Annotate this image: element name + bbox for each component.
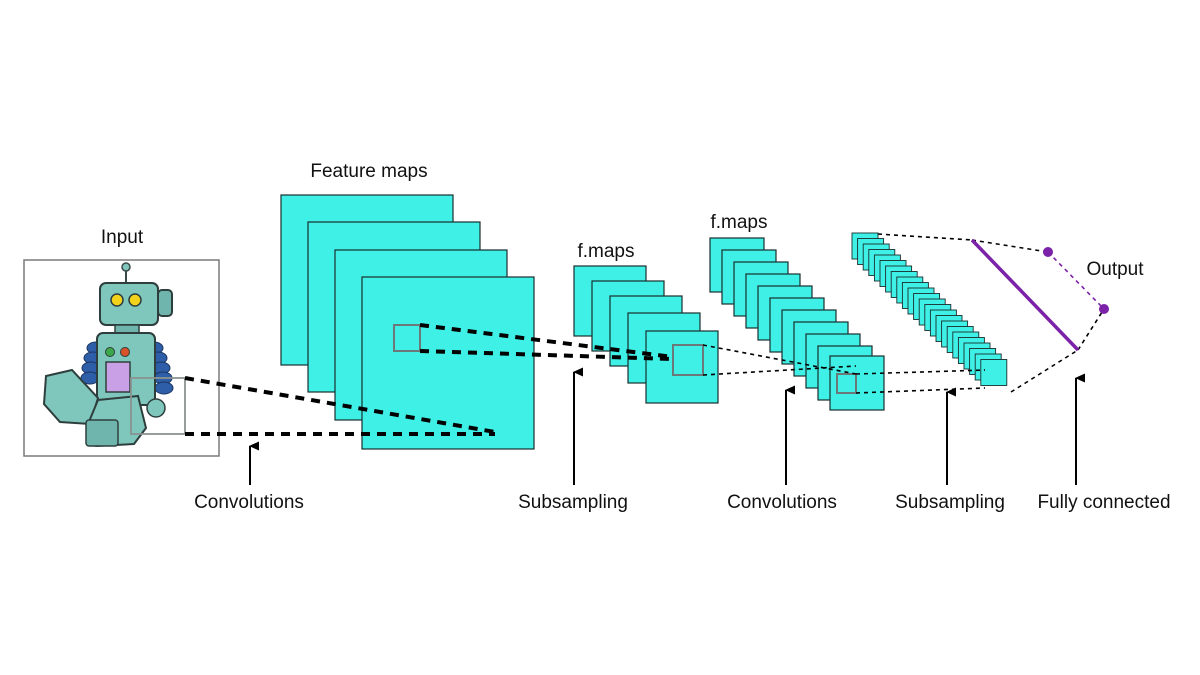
robot-image — [42, 262, 174, 448]
subsampling-label-1: Subsampling — [518, 492, 628, 513]
fc-line — [971, 239, 1049, 253]
fc-line — [1077, 308, 1105, 351]
output-label: Output — [1086, 259, 1144, 280]
convolutions-label-2: Convolutions — [727, 492, 837, 513]
fc-line — [1010, 349, 1079, 393]
projection-line — [702, 365, 857, 376]
output-node — [1043, 247, 1053, 257]
fmaps-layer2 — [573, 265, 719, 404]
projection-line — [855, 387, 986, 394]
fmaps-label-1: f.maps — [577, 241, 634, 262]
feature-map — [361, 276, 535, 450]
projection-line — [855, 369, 986, 375]
fmaps-label-2: f.maps — [710, 212, 767, 233]
fmaps-layer4 — [851, 232, 1008, 386]
feature-map — [645, 330, 719, 404]
fmaps-window — [672, 344, 704, 376]
fmaps-window-2 — [836, 373, 857, 394]
feature-map — [980, 359, 1008, 386]
feature-map-window — [393, 324, 421, 352]
projection-line — [419, 349, 674, 361]
fully-connected-layer — [970, 238, 1080, 352]
projection-line — [419, 323, 674, 359]
output-layer — [1047, 251, 1105, 310]
projection-line — [702, 344, 857, 375]
input-label: Input — [101, 227, 144, 248]
fc-line — [877, 233, 973, 241]
input-receptive-field — [130, 377, 186, 435]
feature-maps-layer1 — [280, 194, 535, 450]
feature-maps-label: Feature maps — [310, 161, 427, 182]
subsampling-label-2: Subsampling — [895, 492, 1005, 513]
fully-connected-label: Fully connected — [1037, 492, 1170, 513]
convolutions-label-1: Convolutions — [194, 492, 304, 513]
output-node — [1099, 304, 1109, 314]
projection-line — [184, 376, 496, 434]
